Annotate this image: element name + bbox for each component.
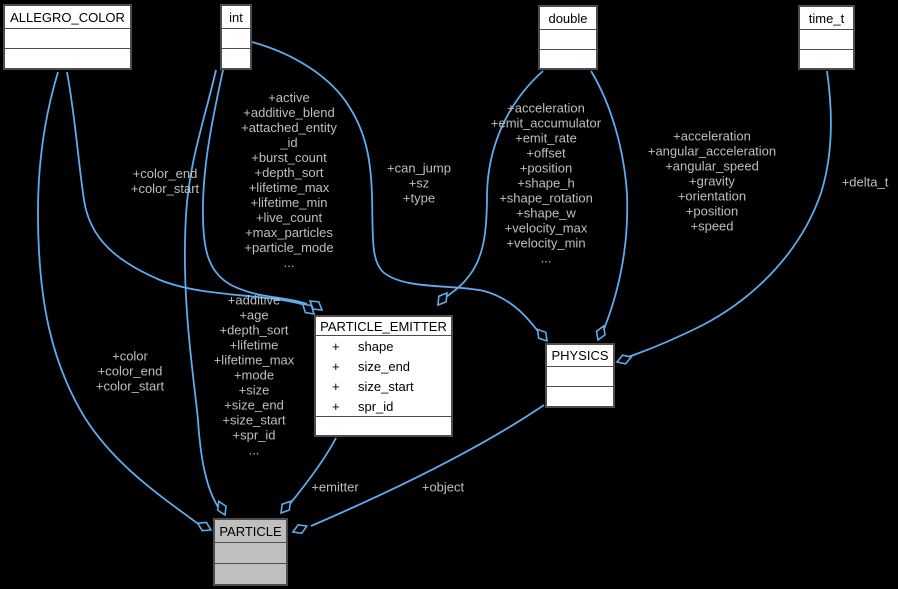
- edge-allegro-color-to-particle: [37, 71, 202, 527]
- node-title: PARTICLE_EMITTER: [320, 318, 447, 334]
- node-compartment: [547, 366, 613, 386]
- edge-label-emitter-to-particle: +emitter: [311, 479, 359, 495]
- member-row: + size_start: [316, 376, 451, 396]
- edge-label-int-to-emitter: +active +additive_blend +attached_entity…: [241, 90, 337, 270]
- node-particle-emitter[interactable]: PARTICLE_EMITTER + shape + size_end + si…: [314, 315, 453, 437]
- edge-particle-emitter-to-particle: [288, 437, 337, 506]
- edge-int-to-particle: [183, 69, 221, 511]
- edge-time-t-to-physics-diamond-icon: [615, 354, 633, 365]
- edge-physics-to-particle-diamond-icon: [291, 523, 309, 535]
- edge-double-to-particle-emitter: [443, 70, 544, 300]
- node-compartment: [800, 48, 853, 69]
- node-compartment: [5, 48, 130, 68]
- node-int[interactable]: int: [220, 4, 252, 70]
- member-row: + shape: [316, 335, 451, 356]
- edge-double-to-physics-diamond-icon: [595, 324, 606, 342]
- node-time-t[interactable]: time_t: [798, 5, 855, 70]
- node-physics[interactable]: PHYSICS: [545, 343, 615, 408]
- edge-allegro-color-to-particle-diamond-icon: [196, 521, 213, 532]
- edge-label-physics-to-particle: +object: [421, 479, 465, 495]
- edge-label-double-to-physics: +acceleration +angular_acceleration +ang…: [647, 128, 777, 234]
- node-compartment: [215, 542, 286, 563]
- member-name: spr_id: [358, 398, 394, 414]
- member-row: + spr_id: [316, 396, 451, 416]
- node-compartment: [800, 29, 853, 49]
- node-title: time_t: [808, 10, 845, 26]
- edge-double-to-particle-emitter-diamond-icon: [437, 291, 448, 307]
- node-title: PHYSICS: [551, 348, 609, 363]
- node-title: PARTICLE: [219, 523, 282, 539]
- node-title: int: [229, 9, 243, 25]
- node-double[interactable]: double: [538, 5, 598, 70]
- node-compartment: [215, 563, 286, 584]
- member-visibility: +: [332, 378, 340, 394]
- node-compartment: [316, 416, 451, 435]
- node-particle[interactable]: PARTICLE: [213, 518, 288, 586]
- node-title: ALLEGRO_COLOR: [10, 9, 125, 25]
- edge-int-to-physics-diamond-icon: [536, 328, 548, 343]
- edge-label-allegro-to-emitter: +color_end +color_start: [130, 166, 200, 196]
- member-name: size_start: [358, 378, 414, 394]
- node-compartment: [547, 386, 613, 406]
- edge-int-to-particle-diamond-icon: [216, 499, 227, 517]
- edge-allegro-color-to-particle-emitter: [66, 71, 306, 306]
- member-name: size_end: [358, 358, 411, 374]
- node-compartment: [540, 48, 596, 69]
- node-compartment: [5, 28, 130, 48]
- node-allegro-color[interactable]: ALLEGRO_COLOR: [3, 4, 132, 70]
- member-visibility: +: [332, 398, 340, 414]
- member-name: shape: [358, 338, 394, 354]
- edge-label-int-to-physics: +can_jump +sz +type: [387, 160, 451, 206]
- edge-physics-to-particle: [310, 404, 545, 527]
- edge-label-allegro-to-particle: +color +color_end +color_start: [95, 348, 165, 394]
- edge-time-t-to-physics: [627, 70, 832, 358]
- edge-int-to-particle-emitter: [202, 69, 308, 305]
- edge-int-to-physics: [251, 41, 542, 336]
- edge-label-double-to-emitter: +acceleration +emit_accumulator +emit_ra…: [490, 100, 602, 266]
- member-row: + size_end: [316, 356, 451, 376]
- node-compartment: [222, 28, 250, 48]
- edge-label-time-to-physics: +delta_t: [841, 174, 889, 190]
- member-visibility: +: [332, 338, 340, 354]
- edge-label-int-to-particle: +additive +age +depth_sort +lifetime +li…: [213, 292, 295, 458]
- node-compartment: [540, 29, 596, 49]
- member-visibility: +: [332, 358, 340, 374]
- node-compartment: [222, 48, 250, 68]
- node-title: double: [548, 10, 588, 26]
- edge-particle-emitter-to-particle-diamond-icon: [280, 500, 292, 515]
- edge-int-to-particle-emitter-diamond-icon: [308, 300, 324, 311]
- edge-double-to-physics: [590, 70, 629, 330]
